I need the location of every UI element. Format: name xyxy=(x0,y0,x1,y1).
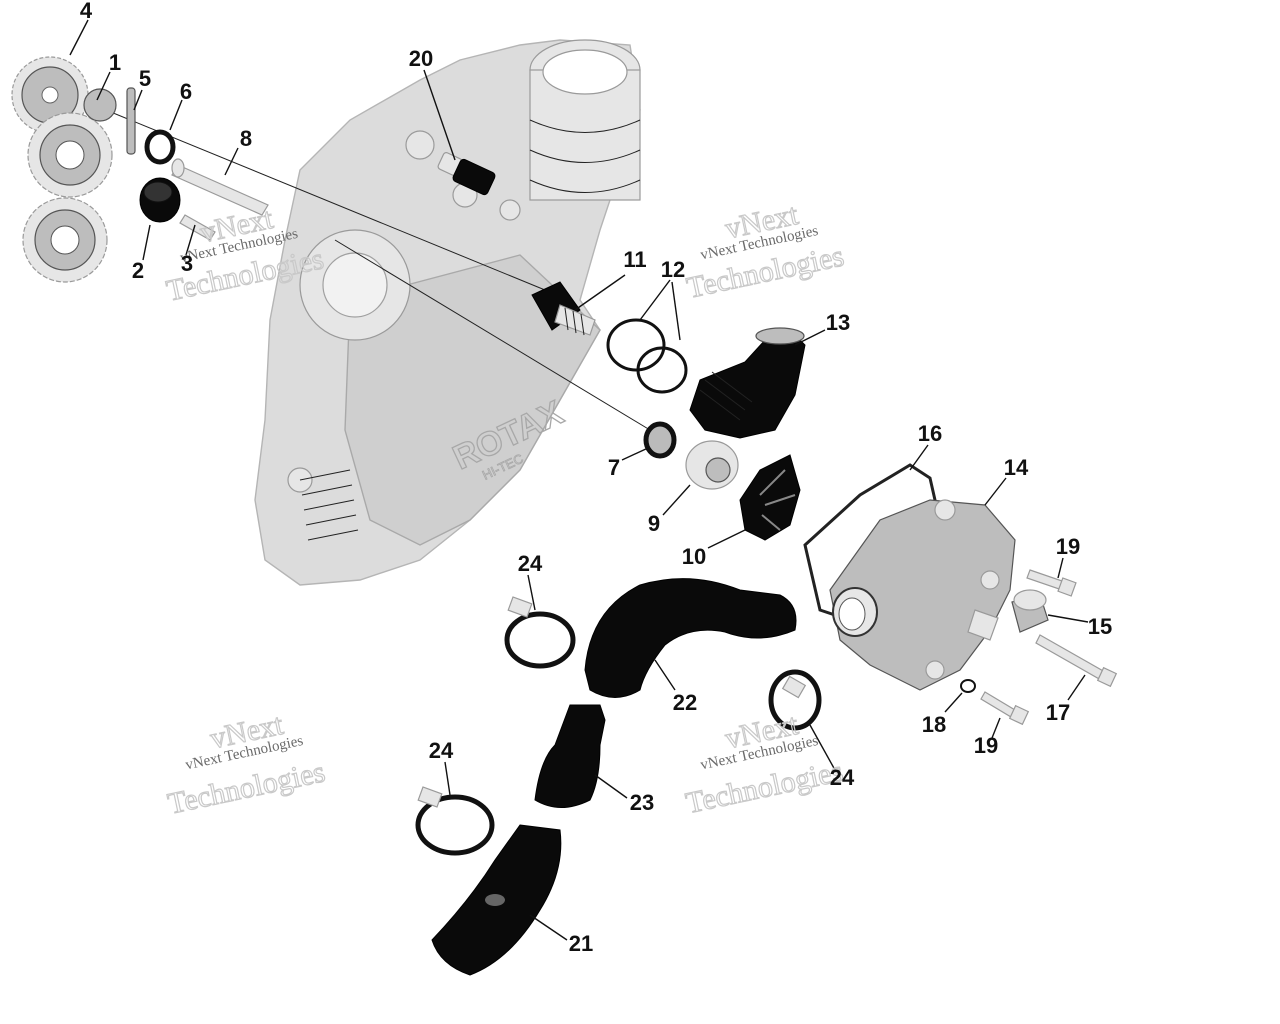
o-ring-6 xyxy=(144,129,176,165)
watermark-bottom-left: vNext vNext Technologies Technologies xyxy=(164,707,328,821)
hose-22 xyxy=(584,578,797,698)
callout-9: 9 xyxy=(648,511,660,536)
bearing-9 xyxy=(685,440,739,490)
callout-labels: 4 1 5 6 8 2 3 20 11 12 13 7 9 10 16 14 1… xyxy=(80,0,1112,956)
shaft-8 xyxy=(171,158,269,216)
bolt-17 xyxy=(1035,634,1118,688)
callout-1: 1 xyxy=(109,50,121,75)
callout-4: 4 xyxy=(80,0,93,23)
callout-6: 6 xyxy=(180,79,192,104)
bolt-19-bottom xyxy=(980,691,1030,726)
clamp-24-bottom xyxy=(415,786,495,856)
washer-18 xyxy=(960,679,976,693)
impeller-10 xyxy=(739,454,801,541)
callout-24-top: 24 xyxy=(518,551,543,576)
hose-23 xyxy=(534,704,606,808)
bolt-3 xyxy=(179,214,216,241)
callout-24-bottom: 24 xyxy=(429,738,454,763)
o-ring-12b xyxy=(636,346,688,394)
gear-stack-1 xyxy=(22,88,117,283)
callout-19-bottom: 19 xyxy=(974,733,998,758)
callout-10: 10 xyxy=(682,544,706,569)
callout-13: 13 xyxy=(826,310,850,335)
callout-15: 15 xyxy=(1088,614,1112,639)
bushing-15 xyxy=(1011,589,1049,633)
cooling-fins xyxy=(299,469,359,541)
callout-8: 8 xyxy=(240,126,252,151)
callout-24-right: 24 xyxy=(830,765,855,790)
callout-22: 22 xyxy=(673,690,697,715)
clamp-24-right xyxy=(768,669,822,731)
callout-5: 5 xyxy=(139,66,151,91)
callout-7: 7 xyxy=(608,455,620,480)
hose-21-highlight xyxy=(485,894,505,906)
thermostat-11 xyxy=(531,281,596,336)
callout-2: 2 xyxy=(132,258,144,283)
callout-12: 12 xyxy=(661,257,685,282)
bushing-2 xyxy=(139,177,181,223)
callout-21: 21 xyxy=(569,931,593,956)
callout-3: 3 xyxy=(181,251,193,276)
clamp-24-top xyxy=(504,596,576,669)
bolt-19-top xyxy=(1026,569,1077,597)
water-pump-cover-14 xyxy=(829,499,1016,691)
leader-lines xyxy=(69,19,1089,941)
watermark-bottom-right: vNext vNext Technologies Technologies xyxy=(682,707,846,820)
callout-14: 14 xyxy=(1004,455,1029,480)
seal-7 xyxy=(643,421,677,459)
elbow-fitting-13 xyxy=(689,327,806,439)
callout-17: 17 xyxy=(1046,700,1070,725)
callout-23: 23 xyxy=(630,790,654,815)
callout-20: 20 xyxy=(409,46,433,71)
callout-19-top: 19 xyxy=(1056,534,1080,559)
callout-18: 18 xyxy=(922,712,946,737)
watermark-top-right: vNext vNext Technologies Technologies xyxy=(683,197,847,305)
o-ring-12a xyxy=(606,318,666,372)
callout-16: 16 xyxy=(918,421,942,446)
callout-11: 11 xyxy=(623,247,646,272)
pin-5 xyxy=(126,87,136,155)
engine-housing: ROTAX HI-TEC xyxy=(254,39,641,586)
